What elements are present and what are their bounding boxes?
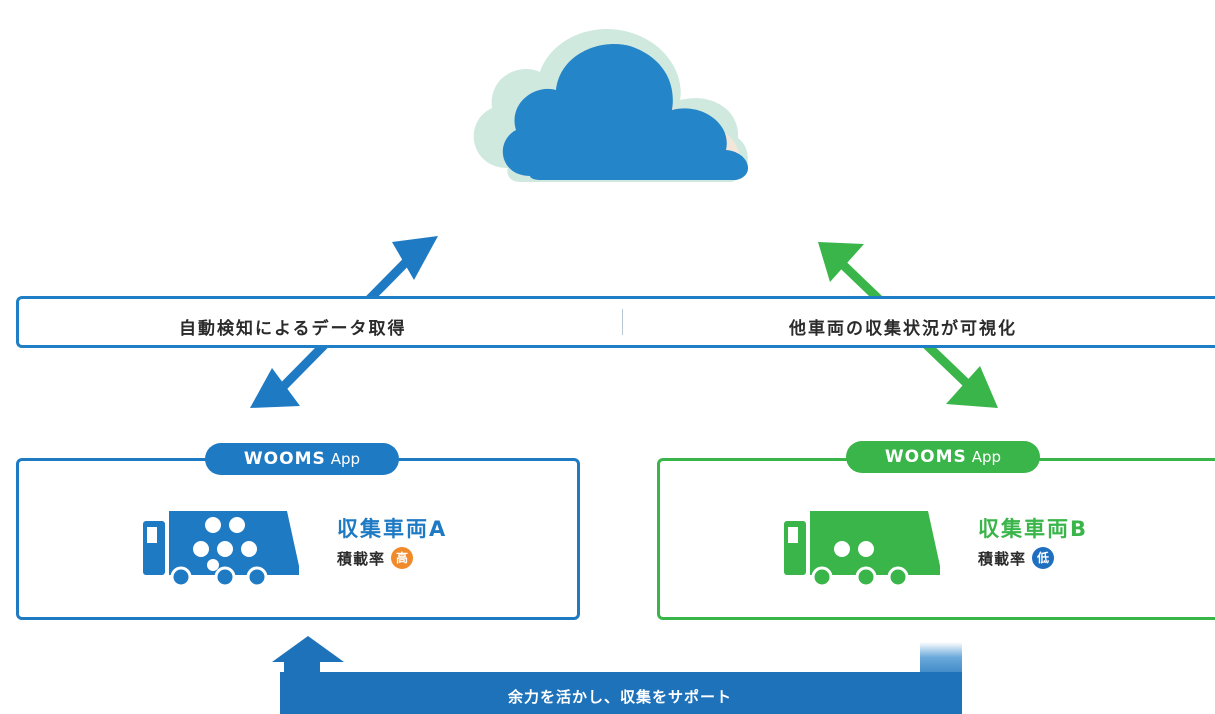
data-flow-banner: 自動検知によるデータ取得 他車両の収集状況が可視化	[16, 296, 1215, 348]
brand-label: WOOMS	[884, 447, 967, 467]
support-label: 余力を活かし、収集をサポート	[507, 688, 732, 706]
load-rate-label: 積載率	[337, 549, 386, 568]
app-label: App	[971, 448, 1002, 466]
down-arrow-icon	[250, 368, 300, 408]
up-arrow-icon	[392, 236, 438, 280]
brand-label: WOOMS	[243, 449, 326, 469]
garbage-bag-icon	[834, 541, 874, 557]
truck-icon	[784, 511, 940, 588]
data-acquisition-label: 自動検知によるデータ取得	[179, 319, 407, 339]
load-level-badge-low: 低	[1032, 547, 1055, 569]
vehicle-card-a: 収集車両A 積載率 高	[16, 458, 580, 620]
garbage-bag-icon	[193, 517, 257, 571]
support-connector	[272, 636, 962, 714]
load-rate-b: 積載率 低	[978, 547, 1055, 569]
truck-icon	[143, 511, 299, 588]
load-level-badge-high: 高	[391, 547, 414, 569]
cloud-icon	[473, 28, 749, 183]
load-rate-label: 積載率	[978, 549, 1027, 568]
vehicle-card-b: 収集車両B 積載率 低	[657, 458, 1215, 620]
banner-divider	[622, 309, 623, 335]
down-arrow-icon	[946, 366, 998, 408]
up-arrow-icon	[272, 636, 344, 662]
vehicle-a-name: 収集車両A	[337, 517, 448, 541]
vehicle-b-name: 収集車両B	[978, 517, 1089, 541]
load-rate-a: 積載率 高	[337, 547, 414, 569]
app-label: App	[330, 450, 361, 468]
visibility-label: 他車両の収集状況が可視化	[789, 319, 1017, 339]
